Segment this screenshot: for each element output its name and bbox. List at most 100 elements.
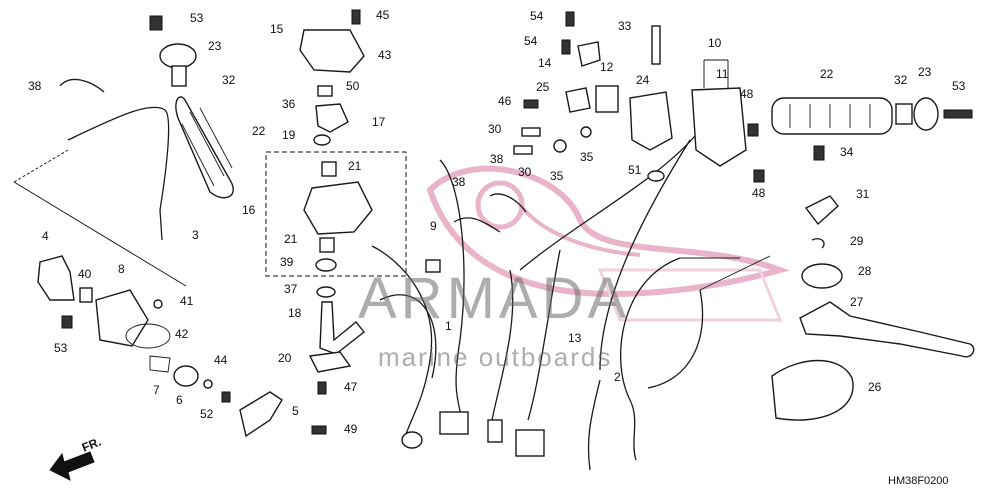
callout-c9: 9	[430, 219, 437, 233]
callout-c33: 33	[618, 19, 632, 33]
pin-33	[651, 25, 661, 65]
callout-c23b: 23	[918, 65, 932, 79]
lever-cover-26	[771, 359, 854, 421]
callout-c28: 28	[858, 264, 872, 278]
housing-4	[37, 255, 75, 301]
wire-harness-1	[371, 129, 701, 457]
callout-c34: 34	[840, 145, 854, 159]
cover-5	[239, 391, 283, 438]
clamp-30-a	[521, 127, 541, 137]
callout-c30b: 30	[518, 165, 532, 179]
connector-c	[515, 429, 545, 457]
watermark-subtitle: marine outboards	[378, 342, 612, 372]
callout-c42: 42	[175, 327, 189, 341]
screw-48-b	[753, 169, 765, 183]
callout-c5: 5	[292, 404, 299, 418]
bracket-14	[577, 41, 601, 67]
switch-housing-16	[303, 181, 373, 235]
clutch-cable-2	[620, 255, 771, 461]
grip-22-left	[175, 96, 234, 199]
bolt-34	[813, 145, 825, 161]
nut-39	[315, 258, 337, 272]
switch-cover-15	[299, 29, 365, 73]
pulley-6	[173, 365, 199, 387]
washer-52	[203, 379, 213, 389]
callout-c38a: 38	[28, 79, 42, 93]
callout-c18: 18	[288, 306, 302, 320]
callout-c44: 44	[214, 353, 228, 367]
screw-49	[311, 425, 327, 435]
switch-housing-24	[629, 91, 673, 151]
callout-c27: 27	[850, 295, 864, 309]
callout-c24: 24	[636, 73, 650, 87]
callout-c49: 49	[344, 422, 358, 436]
callout-c53a: 53	[190, 11, 204, 25]
right-switch-assembly	[553, 11, 765, 183]
spring-29	[811, 238, 825, 249]
cap-21-bottom	[319, 237, 335, 253]
callout-c53b: 53	[54, 341, 68, 355]
ring-35-a	[553, 139, 567, 153]
callout-c32b: 32	[894, 73, 908, 87]
callout-c45: 45	[376, 8, 390, 22]
callout-c19: 19	[282, 128, 296, 142]
lever-pivot-28	[801, 263, 843, 289]
bolt-53-right	[943, 109, 973, 119]
front-label: FR.	[80, 435, 103, 455]
clamp-9	[425, 259, 441, 273]
callout-c20: 20	[278, 351, 292, 365]
lever-18	[319, 301, 365, 355]
band-38-b	[489, 193, 527, 213]
callout-c40: 40	[78, 267, 92, 281]
callout-c47: 47	[344, 380, 358, 394]
watermark-logo	[426, 165, 790, 322]
callout-c32a: 32	[222, 73, 236, 87]
bolt-53-housing	[61, 315, 73, 329]
screw-46	[523, 99, 539, 109]
lever-25	[565, 87, 591, 113]
end-weight-23-left	[159, 43, 197, 69]
screw-47	[317, 381, 327, 395]
callout-c29: 29	[850, 234, 864, 248]
callout-c23a: 23	[208, 39, 222, 53]
callout-c6: 6	[176, 393, 183, 407]
callout-c48a: 48	[740, 87, 754, 101]
callout-c13: 13	[568, 331, 582, 345]
callout-c54a: 54	[530, 9, 544, 23]
callout-c54b: 54	[524, 34, 538, 48]
callout-c11: 11	[716, 67, 729, 81]
switch-12	[595, 85, 619, 113]
center-switch-assembly	[265, 9, 407, 435]
nut-51	[647, 170, 665, 182]
cap-21-top	[321, 161, 337, 177]
callout-c51: 51	[628, 163, 642, 177]
callout-c21a: 21	[348, 159, 362, 173]
clip-38-left	[59, 78, 105, 93]
connector-b	[487, 419, 503, 443]
callout-c38b: 38	[452, 175, 466, 189]
callout-c8: 8	[118, 262, 125, 276]
callout-c25: 25	[536, 80, 550, 94]
watermark-title: ARMADA	[358, 266, 630, 331]
callout-c1: 1	[445, 319, 452, 333]
choke-cable-13	[587, 379, 601, 471]
left-grip-assembly	[37, 15, 283, 438]
washer-41	[153, 299, 163, 309]
callout-c31: 31	[856, 187, 870, 201]
callout-c52: 52	[200, 407, 214, 421]
washer-19	[313, 134, 331, 146]
callout-c22b: 22	[820, 67, 834, 81]
spring-7	[149, 355, 171, 373]
callout-c15: 15	[270, 22, 284, 36]
callout-c22a: 22	[252, 124, 266, 138]
callout-c4: 4	[42, 229, 49, 243]
callout-c14: 14	[538, 56, 552, 70]
front-direction-arrow: FR.	[49, 435, 103, 481]
switch-housing-10	[691, 87, 747, 167]
callout-c53c: 53	[952, 79, 966, 93]
callout-c50: 50	[346, 79, 360, 93]
switch-housing-16-outline	[265, 151, 407, 277]
callout-c48b: 48	[752, 186, 766, 200]
